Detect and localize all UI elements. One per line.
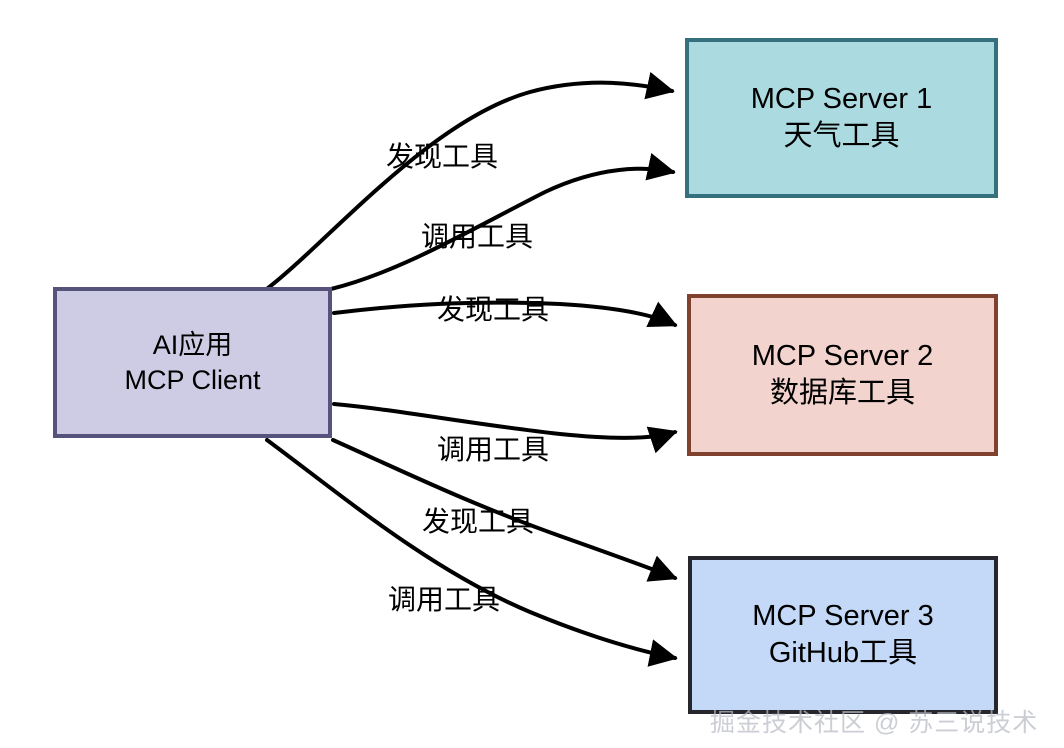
edge-label-server1-discover: 发现工具 — [386, 141, 499, 172]
edge-client-to-server1-invoke — [329, 153, 676, 291]
node-server-2-title: MCP Server 2 — [751, 339, 934, 372]
node-mcp-server-1[interactable]: MCP Server 1 天气工具 — [685, 38, 998, 198]
node-server-2-subtitle: 数据库工具 — [769, 377, 915, 409]
node-mcp-server-3[interactable]: MCP Server 3 GitHub工具 — [688, 556, 998, 714]
edge-client-to-server2-discover — [332, 300, 678, 328]
edge-label-server2-invoke: 调用工具 — [437, 434, 550, 465]
edge-client-to-server3-discover — [331, 438, 678, 582]
edge-client-to-server2-invoke — [332, 402, 678, 454]
edge-client-to-server1-discover — [266, 71, 675, 290]
node-server-1-subtitle: 天气工具 — [783, 120, 900, 152]
edge-label-server1-invoke: 调用工具 — [421, 221, 534, 252]
edge-label-server3-invoke: 调用工具 — [388, 584, 501, 615]
edge-label-server2-discover: 发现工具 — [437, 294, 550, 325]
node-client-title: AI应用 — [152, 329, 233, 360]
node-client-subtitle: MCP Client — [124, 364, 261, 395]
edge-label-server3-discover: 发现工具 — [422, 506, 535, 537]
watermark: 掘金技术社区 @ 苏三说技术 — [710, 709, 1039, 737]
node-mcp-server-2[interactable]: MCP Server 2 数据库工具 — [687, 294, 998, 456]
node-server-3-title: MCP Server 3 — [752, 599, 934, 632]
node-ai-application-mcp-client[interactable]: AI应用 MCP Client — [53, 287, 332, 438]
edge-client-to-server3-invoke — [265, 438, 678, 667]
node-server-1-title: MCP Server 1 — [750, 82, 933, 115]
node-server-3-subtitle: GitHub工具 — [768, 637, 918, 669]
